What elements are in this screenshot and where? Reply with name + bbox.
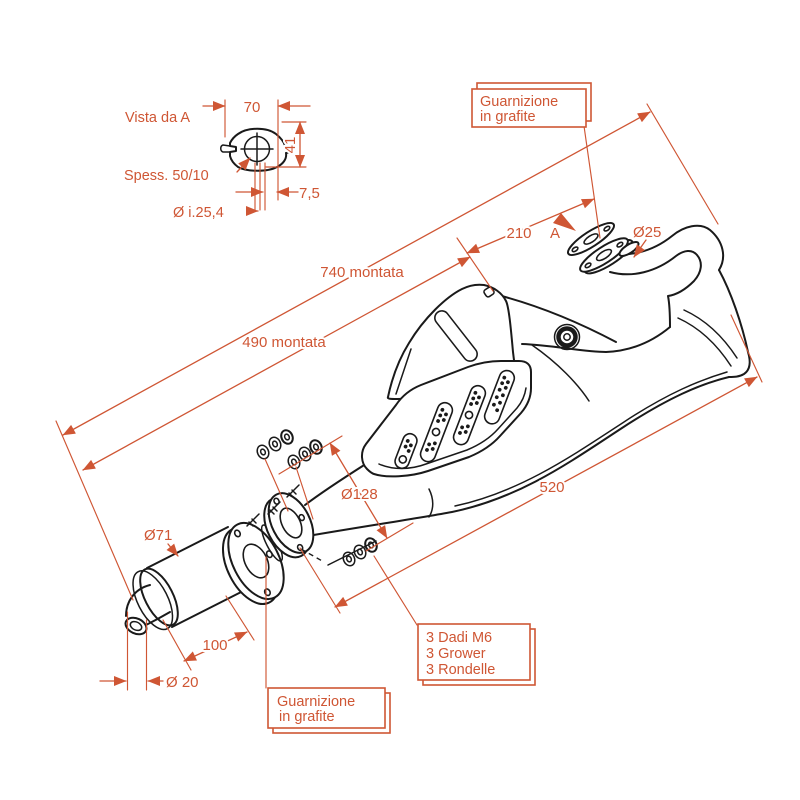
dim-128-line [329,442,388,539]
callout-gasket-top-line1: Guarnizione [480,94,558,110]
ext-520-left [299,547,341,614]
callout-hardware-line3: 3 Rondelle [426,662,495,678]
dim-d20-label: Ø 20 [166,674,199,691]
annotations [55,82,763,734]
dim-520-line [334,376,758,608]
silencer-flange-2 [263,492,315,559]
weld-seam-1 [677,317,732,367]
flange-gasket-stack [566,222,640,275]
dim-d71-label: Ø71 [144,527,172,544]
silencer-flange-1 [221,522,285,605]
d71-leader [166,543,179,557]
tailpipe-right-edge [145,611,171,626]
washer-leaders [264,458,314,520]
labels: Vista da A 70 41 Spess. 50/10 7,5 Ø i.25… [123,93,664,727]
hardware-box-leader [373,555,418,626]
callout-gasket-bottom-line2: in grafite [279,709,335,725]
dim-70-label: 70 [244,99,261,116]
dim-490-line [82,256,471,471]
silencer [124,484,377,636]
main-dimensions [55,103,763,691]
callout-hardware-line2: 3 Grower [426,646,486,662]
dim-d128-label: Ø128 [341,486,378,503]
can-top-edge [146,526,229,569]
detail-view-title: Vista da A [125,110,190,126]
stud-1 [286,484,300,498]
ext-520-right [730,314,763,383]
callout-hardware [417,623,536,686]
callout-gasket-top [471,82,592,128]
stud-3 [267,501,281,515]
dim-210-line [466,198,595,254]
callout-gasket-top-line2: in grafite [480,109,536,125]
heat-shield [361,360,532,478]
dim-740-label: 740 montata [320,264,404,281]
dim-d25-label: Ø25 [633,224,661,241]
stud-2 [246,513,260,527]
flange-left-tab [220,144,231,153]
neck-right-edge [718,269,751,378]
ext-pipe-top [646,103,719,225]
dim-490-label: 490 montata [242,334,326,351]
ext-bracket [456,237,494,292]
can-bottom-edge [171,585,254,628]
dim-75-label: 7,5 [299,185,320,202]
hidden-stud [300,548,325,563]
callout-hardware-line1: 3 Dadi M6 [426,630,492,646]
dim-100-label: 100 [202,637,227,654]
view-direction-arrow [553,213,576,231]
ext-100 [162,595,255,671]
callout-gasket-bottom-line1: Guarnizione [277,694,355,710]
view-a-label: A [550,225,560,242]
body-crease [428,488,434,518]
crosshair [240,132,274,166]
tailpipe-left-edge [125,584,151,617]
inner-diameter-label: Ø i.25,4 [173,205,224,221]
callout-gasket-bottom [267,687,391,734]
dim-520-label: 520 [539,479,564,496]
ext-20 [126,611,148,691]
dim-100-line [183,631,248,662]
ext-tail-plane [55,420,134,601]
d25-leader [633,239,647,258]
dim-41-label: 41 [282,137,299,154]
shoulder-crease [531,344,590,402]
dim-210-label: 210 [506,225,531,242]
grommet [553,323,581,351]
weld-seam-2 [683,309,738,359]
thickness-label: Spess. 50/10 [124,168,209,184]
ext-128 [278,435,414,552]
pipe-inner-edge [609,250,702,328]
ext-flange-leader [583,125,601,239]
